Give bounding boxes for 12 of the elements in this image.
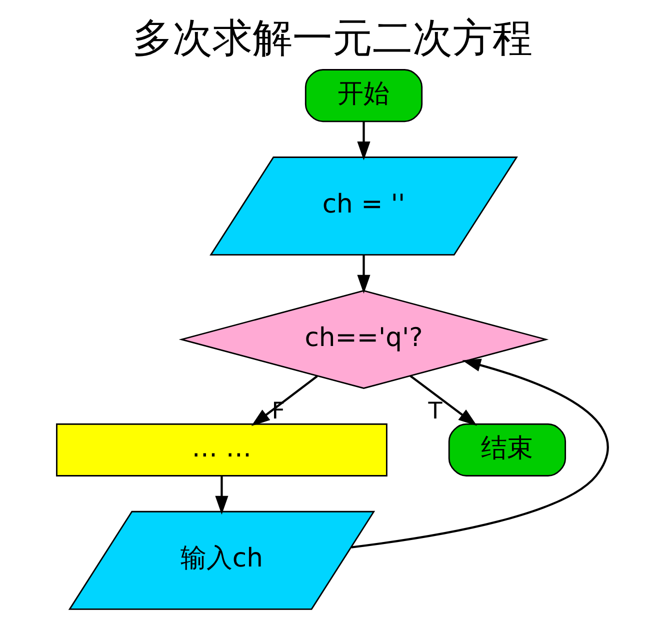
arrow (356, 121, 370, 160)
diagram-title: 多次求解一元二次方程 (132, 16, 532, 62)
arrow (214, 476, 228, 515)
node-box: 结束 (448, 423, 566, 476)
node-box: … … (56, 423, 387, 476)
node-diamond: ch=='q'? (178, 290, 548, 389)
arrow (250, 375, 318, 426)
arrow (409, 374, 477, 426)
edge-label: T (428, 398, 442, 424)
arrow (356, 255, 370, 294)
arrow (350, 358, 608, 548)
node-box: 开始 (304, 69, 422, 122)
